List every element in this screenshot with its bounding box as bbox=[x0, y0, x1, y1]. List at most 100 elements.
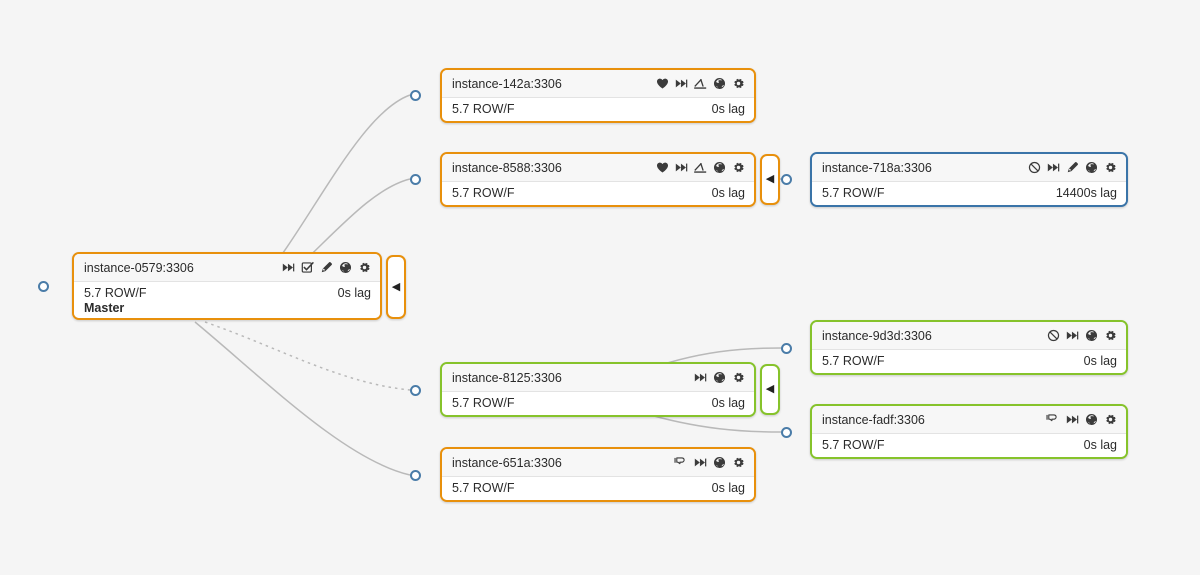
globe-icon[interactable] bbox=[338, 261, 352, 275]
chevron-left-icon: ◀ bbox=[765, 383, 775, 395]
conn-8125-in[interactable] bbox=[410, 385, 421, 396]
globe-icon[interactable] bbox=[712, 371, 726, 385]
collapse-handle-master[interactable]: ◀ bbox=[386, 255, 406, 319]
fast-forward-icon[interactable] bbox=[693, 456, 707, 470]
node-icon-group bbox=[693, 371, 745, 385]
conn-718a-in[interactable] bbox=[781, 174, 792, 185]
node-body: 5.7 ROW/F 0s lag bbox=[812, 434, 1126, 457]
node-lag: 14400s lag bbox=[1055, 186, 1117, 200]
node-header: instance-0579:3306 bbox=[74, 254, 380, 282]
globe-icon[interactable] bbox=[712, 161, 726, 175]
flag-down-icon[interactable] bbox=[1046, 413, 1060, 427]
globe-icon[interactable] bbox=[712, 456, 726, 470]
fast-forward-icon[interactable] bbox=[281, 261, 295, 275]
fast-forward-icon[interactable] bbox=[674, 77, 688, 91]
node-lag: 0s lag bbox=[711, 396, 745, 410]
node-title: instance-651a:3306 bbox=[452, 455, 562, 470]
pencil-icon[interactable] bbox=[319, 261, 333, 275]
node-body: 5.7 ROW/F 14400s lag bbox=[812, 182, 1126, 205]
check-square-icon[interactable] bbox=[300, 261, 314, 275]
node-version-text: 5.7 ROW/F bbox=[452, 396, 515, 410]
gear-icon[interactable] bbox=[731, 371, 745, 385]
chevron-left-icon: ◀ bbox=[391, 280, 401, 293]
instance-node-instance-651a[interactable]: instance-651a:3306 5.7 ROW/F 0s lag bbox=[440, 447, 756, 502]
node-header: instance-fadf:3306 bbox=[812, 406, 1126, 434]
node-header: instance-8588:3306 bbox=[442, 154, 754, 182]
node-version: 5.7 ROW/F bbox=[452, 102, 515, 117]
node-header: instance-142a:3306 bbox=[442, 70, 754, 98]
gear-icon[interactable] bbox=[1103, 413, 1117, 427]
node-version: 5.7 ROW/F bbox=[822, 438, 885, 453]
node-lag: 0s lag bbox=[1083, 438, 1117, 452]
collapse-handle-instance-8588[interactable]: ◀ bbox=[760, 154, 780, 205]
instance-node-instance-718a[interactable]: instance-718a:3306 5.7 ROW/F 14400s lag bbox=[810, 152, 1128, 207]
globe-icon[interactable] bbox=[1084, 413, 1098, 427]
gear-icon[interactable] bbox=[357, 261, 371, 275]
node-version: 5.7 ROW/F bbox=[822, 354, 885, 369]
fast-forward-icon[interactable] bbox=[1065, 413, 1079, 427]
conn-fadf-in[interactable] bbox=[781, 427, 792, 438]
node-icon-group bbox=[281, 261, 371, 275]
gear-icon[interactable] bbox=[731, 161, 745, 175]
node-header: instance-9d3d:3306 bbox=[812, 322, 1126, 350]
node-body: 5.7 ROW/F 0s lag bbox=[442, 477, 754, 500]
instance-node-instance-142a[interactable]: instance-142a:3306 5.7 ROW/F 0s lag bbox=[440, 68, 756, 123]
topology-edge bbox=[194, 321, 411, 476]
fast-forward-icon[interactable] bbox=[1046, 161, 1060, 175]
fast-forward-icon[interactable] bbox=[1065, 329, 1079, 343]
instance-node-instance-fadf[interactable]: instance-fadf:3306 5.7 ROW/F 0s lag bbox=[810, 404, 1128, 459]
conn-142a-in[interactable] bbox=[410, 90, 421, 101]
collapse-handle-instance-8125[interactable]: ◀ bbox=[760, 364, 780, 415]
ban-icon[interactable] bbox=[1046, 329, 1060, 343]
globe-icon[interactable] bbox=[712, 77, 726, 91]
node-title: instance-8125:3306 bbox=[452, 370, 562, 385]
pencil-icon[interactable] bbox=[1065, 161, 1079, 175]
node-lag: 0s lag bbox=[711, 481, 745, 495]
node-body: 5.7 ROW/F 0s lag bbox=[442, 392, 754, 415]
node-body: 5.7 ROW/F 0s lag bbox=[812, 350, 1126, 373]
node-title: instance-8588:3306 bbox=[452, 160, 562, 175]
gear-icon[interactable] bbox=[731, 77, 745, 91]
fast-forward-icon[interactable] bbox=[693, 371, 707, 385]
instance-node-instance-9d3d[interactable]: instance-9d3d:3306 5.7 ROW/F 0s lag bbox=[810, 320, 1128, 375]
node-title: instance-142a:3306 bbox=[452, 76, 562, 91]
node-header: instance-8125:3306 bbox=[442, 364, 754, 392]
node-lag: 0s lag bbox=[711, 102, 745, 116]
node-title: instance-fadf:3306 bbox=[822, 412, 925, 427]
flag-down-icon[interactable] bbox=[674, 456, 688, 470]
instance-node-instance-8125[interactable]: instance-8125:3306 5.7 ROW/F 0s lag bbox=[440, 362, 756, 417]
conn-master-in[interactable] bbox=[38, 281, 49, 292]
node-lag: 0s lag bbox=[337, 286, 371, 300]
node-version-text: 5.7 ROW/F bbox=[822, 438, 885, 452]
node-icon-group bbox=[1046, 329, 1117, 343]
node-version: 5.7 ROW/F bbox=[822, 186, 885, 201]
trend-icon[interactable] bbox=[693, 77, 707, 91]
conn-8588-in[interactable] bbox=[410, 174, 421, 185]
heart-icon[interactable] bbox=[655, 77, 669, 91]
topology-edge bbox=[204, 321, 411, 391]
conn-651a-in[interactable] bbox=[410, 470, 421, 481]
fast-forward-icon[interactable] bbox=[674, 161, 688, 175]
node-role-label: Master bbox=[84, 301, 125, 315]
globe-icon[interactable] bbox=[1084, 161, 1098, 175]
gear-icon[interactable] bbox=[1103, 329, 1117, 343]
node-header: instance-718a:3306 bbox=[812, 154, 1126, 182]
trend-icon[interactable] bbox=[693, 161, 707, 175]
gear-icon[interactable] bbox=[1103, 161, 1117, 175]
node-version: 5.7 ROW/F bbox=[452, 481, 515, 496]
gear-icon[interactable] bbox=[731, 456, 745, 470]
globe-icon[interactable] bbox=[1084, 329, 1098, 343]
node-icon-group bbox=[1046, 413, 1117, 427]
node-lag: 0s lag bbox=[1083, 354, 1117, 368]
conn-9d3d-in[interactable] bbox=[781, 343, 792, 354]
heart-icon[interactable] bbox=[655, 161, 669, 175]
node-version: 5.7 ROW/F bbox=[452, 396, 515, 411]
node-version-text: 5.7 ROW/F bbox=[452, 186, 515, 200]
ban-icon[interactable] bbox=[1027, 161, 1041, 175]
